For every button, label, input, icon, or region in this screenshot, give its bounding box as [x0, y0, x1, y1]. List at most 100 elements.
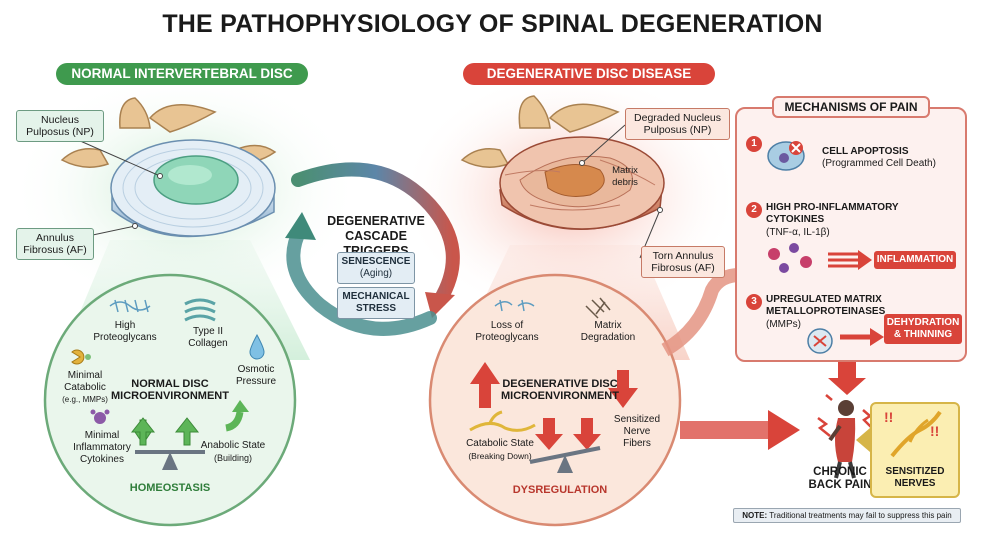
mmp-scissors-icon — [807, 328, 833, 354]
cytokine-icon — [90, 409, 110, 424]
water-drop-icon — [249, 333, 265, 360]
mechanism-3-sub: (MMPs) — [766, 319, 801, 330]
mechanism-2-title: HIGH PRO-INFLAMMATORY CYTOKINES — [766, 202, 936, 226]
osmotic-pressure-label: Osmotic Pressure — [235, 364, 276, 387]
chronic-line2: BACK PAIN — [808, 479, 872, 491]
sensitized-nerves-line1: SENSITIZED — [885, 466, 945, 477]
loss-proteoglycans-label: Loss of Proteoglycans — [475, 320, 539, 343]
homeostasis-label: HOMEOSTASIS — [129, 482, 211, 494]
mechanism-3-number: 3 — [746, 294, 762, 310]
dehydration-arrow-icon — [840, 328, 884, 346]
high-proteoglycans-label: High Proteoglycans — [93, 320, 157, 343]
mechanical-stress-tag: MECHANICAL STRESS — [337, 287, 415, 319]
mechanism-2-title-line2: CYTOKINES — [766, 214, 825, 225]
minimal-catabolic-text: Minimal Catabolic — [64, 370, 106, 393]
cell-apoptosis-icon — [767, 141, 805, 171]
sensitized-nerves-label: SENSITIZED NERVES — [874, 466, 956, 490]
normal-microenv-line1: NORMAL DISC — [131, 378, 209, 390]
balance-scale-icon — [135, 450, 205, 470]
mechanism-2-sub: (TNF-α, IL-1β) — [766, 227, 830, 238]
normal-disc-heading: NORMAL INTERVERTEBRAL DISC — [56, 63, 308, 85]
up-arrow-icon — [130, 417, 200, 446]
tilted-scale-icon — [529, 446, 601, 473]
dehydration-line2: & THINNING — [893, 329, 953, 340]
matrix-debris-label: Matrix debris — [612, 165, 638, 188]
mechanism-1-sub: (Programmed Cell Death) — [822, 158, 936, 169]
matrix-degradation-label: Matrix Degradation — [580, 320, 636, 343]
svg-text:!!: !! — [930, 423, 939, 439]
anabolic-state-sub: (Building) — [213, 453, 253, 463]
degenerative-microenv-line2: MICROENVIRONMENT — [501, 390, 619, 402]
nerve-fiber-icon — [469, 410, 536, 432]
sensitized-nerves-icon: !! !! — [884, 409, 942, 458]
mechanism-connector — [661, 268, 741, 357]
senescence-tag: SENESCENCE (Aging) — [337, 252, 415, 284]
note-box: NOTE: Traditional treatments may fail to… — [733, 508, 961, 523]
catabolic-state-text: Catabolic State — [466, 438, 534, 449]
nucleus-pulposus-label: Nucleus Pulposus (NP) — [16, 110, 104, 142]
minimal-cytokines-label: Minimal Inflammatory Cytokines — [73, 430, 131, 465]
mechanism-3-title-line2: METALLOPROTEINASES — [766, 306, 886, 317]
chronic-line1: CHRONIC — [813, 466, 867, 478]
mechanical-line2: STRESS — [355, 303, 396, 314]
mechanism-1-number: 1 — [746, 136, 762, 152]
dehydration-tag: DEHYDRATION & THINNING — [884, 314, 962, 344]
mechanism-3-title-line1: UPREGULATED MATRIX — [766, 294, 882, 305]
mechanism-2-number: 2 — [746, 202, 762, 218]
svg-text:!!: !! — [884, 409, 893, 425]
degraded-nucleus-label: Degraded Nucleus Pulposus (NP) — [625, 108, 730, 140]
chronic-back-pain-label: CHRONIC BACK PAIN — [800, 466, 880, 492]
degenerative-vertebra-icon — [460, 95, 620, 168]
nerves-pointer — [856, 428, 870, 452]
degenerative-disc-heading: DEGENERATIVE DISC DISEASE — [463, 63, 715, 85]
collagen-icon — [184, 298, 216, 322]
matrix-degradation-icon — [585, 297, 611, 319]
growth-arrow-icon — [225, 400, 249, 432]
degenerative-microenv-circle — [428, 273, 682, 527]
annulus-fibrosus-label: Annulus Fibrosus (AF) — [16, 228, 94, 260]
normal-disc-icon — [110, 139, 276, 238]
inflammation-tag: INFLAMMATION — [874, 251, 956, 269]
minimal-catabolic-sub: (e.g., MMPs) — [62, 395, 108, 404]
senescence-line2: (Aging) — [359, 268, 393, 279]
anabolic-state-label: Anabolic State (Building) — [198, 440, 268, 464]
note-text: Traditional treatments may fail to suppr… — [769, 511, 952, 520]
inflammation-arrow-icon — [828, 250, 872, 270]
downward-arrow-icon — [535, 370, 638, 450]
mechanism-2-title-line1: HIGH PRO-INFLAMMATORY — [766, 202, 899, 213]
degenerative-disc-icon — [499, 136, 665, 230]
torn-annulus-label: Torn Annulus Fibrosus (AF) — [641, 246, 725, 278]
leader-lines — [77, 124, 663, 259]
mechanism-3-title: UPREGULATED MATRIX METALLOPROTEINASES — [766, 294, 896, 318]
dehydration-line1: DEHYDRATION — [886, 317, 960, 328]
normal-microenv-circle — [43, 273, 297, 527]
mechanisms-title: MECHANISMS OF PAIN — [772, 96, 930, 118]
sensitized-nerves-line2: NERVES — [894, 478, 936, 489]
cascade-arc-arrows — [285, 162, 460, 336]
degenerative-microenv-line1: DEGENERATIVE DISC — [502, 378, 618, 390]
minimal-catabolic-label: Minimal Catabolic (e.g., MMPs) — [50, 370, 120, 406]
sensitized-fibers-label: Sensitized Nerve Fibers — [613, 414, 661, 449]
dysregulation-label: DYSREGULATION — [512, 484, 608, 496]
normal-microenv-title: NORMAL DISC MICROENVIRONMENT — [110, 378, 230, 402]
proteoglycan-icon — [109, 299, 151, 313]
catabolic-state-label: Catabolic State (Breaking Down) — [464, 438, 536, 462]
normal-microenv-line2: MICROENVIRONMENT — [111, 390, 229, 402]
chronic-pain-figure-icon — [817, 394, 873, 479]
anabolic-state-text: Anabolic State — [200, 440, 266, 451]
note-label: NOTE: — [742, 511, 768, 520]
mmp-pacman-icon — [71, 349, 91, 365]
sensitized-nerves-box — [870, 402, 960, 498]
cascade-title-line1: DEGENERATIVE — [327, 214, 425, 228]
page-title: THE PATHOPHYSIOLOGY OF SPINAL DEGENERATI… — [162, 10, 823, 38]
cytokines-icon — [768, 243, 812, 273]
normal-vertebra-icon — [60, 97, 277, 168]
catabolic-state-sub: (Breaking Down) — [468, 451, 532, 461]
pain-arrow — [680, 410, 800, 450]
type-ii-collagen-label: Type II Collagen — [188, 326, 228, 349]
senescence-line1: SENESCENCE — [341, 256, 411, 267]
mechanical-line1: MECHANICAL — [342, 291, 410, 302]
broken-proteoglycan-icon — [494, 299, 535, 312]
